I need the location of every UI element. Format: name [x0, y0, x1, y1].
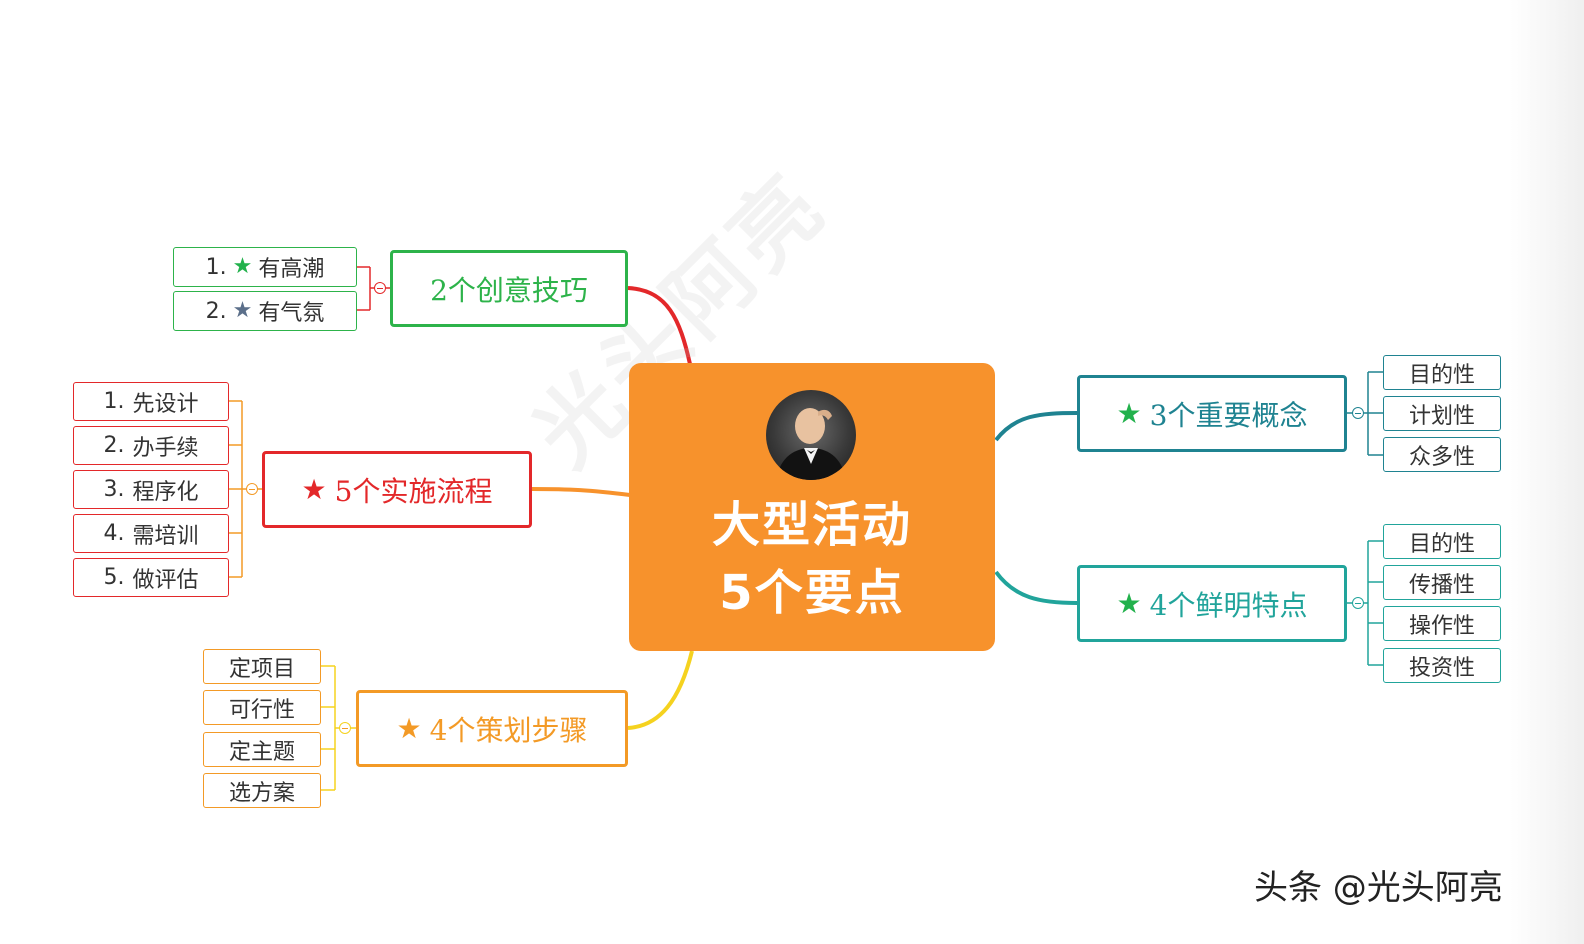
branch-label: 5个实施流程	[334, 474, 493, 508]
leaf-text: 办手续	[132, 435, 199, 461]
leaf-process-3[interactable]: 3. 程序化	[73, 470, 229, 509]
leaf-number: 3.	[103, 477, 125, 502]
leaf-text: 有高潮	[258, 257, 325, 282]
central-topic[interactable]: 大型活动 5个要点	[629, 363, 995, 651]
leaf-text: 做评估	[132, 567, 199, 593]
central-title-line1: 大型活动	[711, 497, 912, 553]
leaf-text: 可行性	[228, 697, 295, 723]
branch-planning-steps[interactable]: ★ 4个策划步骤	[356, 690, 628, 767]
leaf-planning-3[interactable]: 定主题	[203, 732, 321, 767]
leaf-features-2[interactable]: 传播性	[1383, 565, 1501, 600]
leaf-text: 目的性	[1408, 362, 1475, 388]
person-icon	[776, 408, 846, 480]
star-icon: ★	[232, 298, 253, 323]
leaf-number: 1.	[103, 389, 125, 414]
collapse-toggle-planning[interactable]	[339, 722, 351, 734]
leaf-text: 操作性	[1408, 613, 1475, 639]
bracket-planning	[321, 665, 356, 791]
collapse-toggle-concepts[interactable]	[1352, 407, 1364, 419]
leaf-number: 4.	[103, 521, 125, 546]
leaf-planning-1[interactable]: 定项目	[203, 649, 321, 684]
leaf-text: 传播性	[1408, 572, 1475, 598]
leaf-concepts-2[interactable]: 计划性	[1383, 396, 1501, 431]
leaf-creative-2[interactable]: 2. ★ 有气氛	[173, 291, 357, 331]
branch-creative-techniques[interactable]: 2个创意技巧	[390, 250, 628, 327]
leaf-process-4[interactable]: 4. 需培训	[73, 514, 229, 553]
branch-label: 4个鲜明特点	[1149, 588, 1308, 622]
star-icon: ★	[1116, 586, 1142, 620]
link-concepts	[994, 411, 1078, 442]
branch-label: 2个创意技巧	[430, 273, 588, 307]
star-icon: ★	[1116, 396, 1142, 430]
leaf-text: 定主题	[228, 739, 295, 765]
collapse-toggle-process[interactable]	[246, 483, 258, 495]
collapse-toggle-features[interactable]	[1352, 597, 1364, 609]
leaf-text: 计划性	[1408, 403, 1475, 429]
leaf-text: 有气氛	[258, 301, 325, 326]
page-edge-shadow	[1510, 0, 1584, 944]
branch-implementation-process[interactable]: ★ 5个实施流程	[262, 451, 532, 528]
central-title-line2: 5个要点	[719, 565, 905, 621]
star-icon: ★	[232, 254, 253, 279]
leaf-process-5[interactable]: 5. 做评估	[73, 558, 229, 597]
leaf-features-3[interactable]: 操作性	[1383, 606, 1501, 641]
leaf-features-1[interactable]: 目的性	[1383, 524, 1501, 559]
leaf-text: 先设计	[132, 391, 199, 417]
leaf-concepts-1[interactable]: 目的性	[1383, 355, 1501, 390]
leaf-number: 5.	[103, 565, 125, 590]
leaf-process-2[interactable]: 2. 办手续	[73, 426, 229, 465]
branch-label: 4个策划步骤	[429, 713, 588, 747]
link-planning	[627, 650, 694, 730]
leaf-number: 2.	[103, 433, 125, 458]
bracket-concepts	[1347, 371, 1383, 456]
leaf-text: 定项目	[228, 656, 295, 682]
leaf-creative-1[interactable]: 1. ★ 有高潮	[173, 247, 357, 287]
leaf-text: 投资性	[1408, 655, 1475, 681]
avatar-photo	[766, 390, 856, 480]
star-icon: ★	[301, 472, 327, 506]
leaf-planning-2[interactable]: 可行性	[203, 690, 321, 725]
leaf-planning-4[interactable]: 选方案	[203, 773, 321, 808]
leaf-text: 需培训	[132, 523, 199, 549]
author-attribution: 头条 @光头阿亮	[1254, 868, 1503, 908]
leaf-features-4[interactable]: 投资性	[1383, 648, 1501, 683]
branch-label: 3个重要概念	[1149, 398, 1308, 432]
branch-key-concepts[interactable]: ★ 3个重要概念	[1077, 375, 1347, 452]
leaf-process-1[interactable]: 1. 先设计	[73, 382, 229, 421]
link-process	[531, 487, 631, 497]
leaf-text: 众多性	[1408, 444, 1475, 470]
leaf-number: 1.	[205, 254, 227, 280]
leaf-text: 目的性	[1408, 531, 1475, 557]
branch-distinct-features[interactable]: ★ 4个鲜明特点	[1077, 565, 1347, 642]
link-features	[994, 570, 1078, 605]
star-icon: ★	[396, 711, 422, 745]
leaf-text: 程序化	[132, 479, 199, 505]
leaf-text: 选方案	[228, 780, 295, 806]
link-creative	[627, 286, 692, 365]
leaf-concepts-3[interactable]: 众多性	[1383, 437, 1501, 472]
leaf-number: 2.	[205, 298, 227, 324]
collapse-toggle-creative[interactable]	[374, 282, 386, 294]
